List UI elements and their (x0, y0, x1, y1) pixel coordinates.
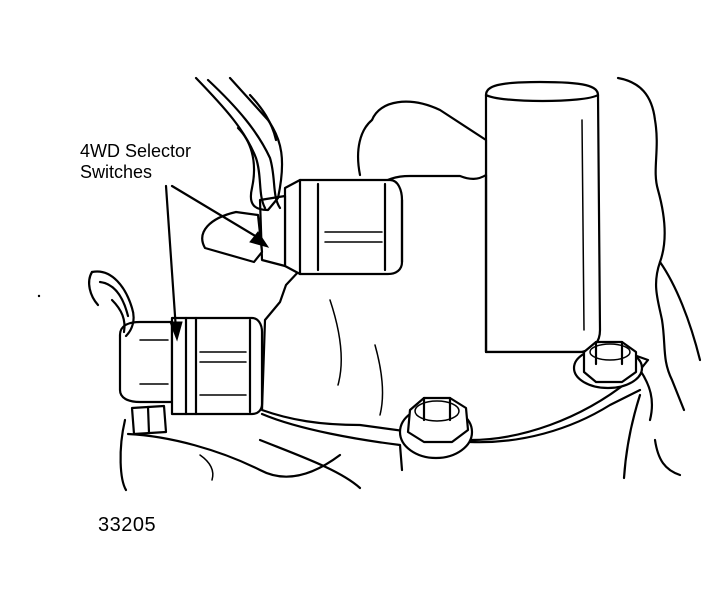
callout-label: 4WD Selector Switches (80, 141, 191, 183)
right-hex-bolt (572, 340, 644, 390)
lower-selector-switch (118, 316, 264, 416)
housing-boss (484, 80, 602, 354)
callout-line-1: 4WD Selector (80, 141, 192, 161)
lower-nut (119, 404, 342, 492)
lower-housing (199, 388, 642, 490)
figure-number: 33205 (98, 514, 157, 536)
speck (37, 294, 41, 298)
upper-switch-wires (194, 76, 284, 212)
leader-arrowhead-lower (169, 321, 183, 342)
leader-arrowhead-upper (249, 231, 270, 248)
upper-selector-switch (201, 178, 404, 276)
leader-line-upper (170, 184, 264, 242)
callout-line-2: Switches (80, 162, 153, 182)
lower-switch-wires (88, 270, 135, 338)
center-hex-bolt (398, 396, 474, 460)
leader-line-lower (164, 184, 178, 332)
callout-leaders (164, 184, 270, 342)
transfer-case-housing (616, 76, 702, 480)
